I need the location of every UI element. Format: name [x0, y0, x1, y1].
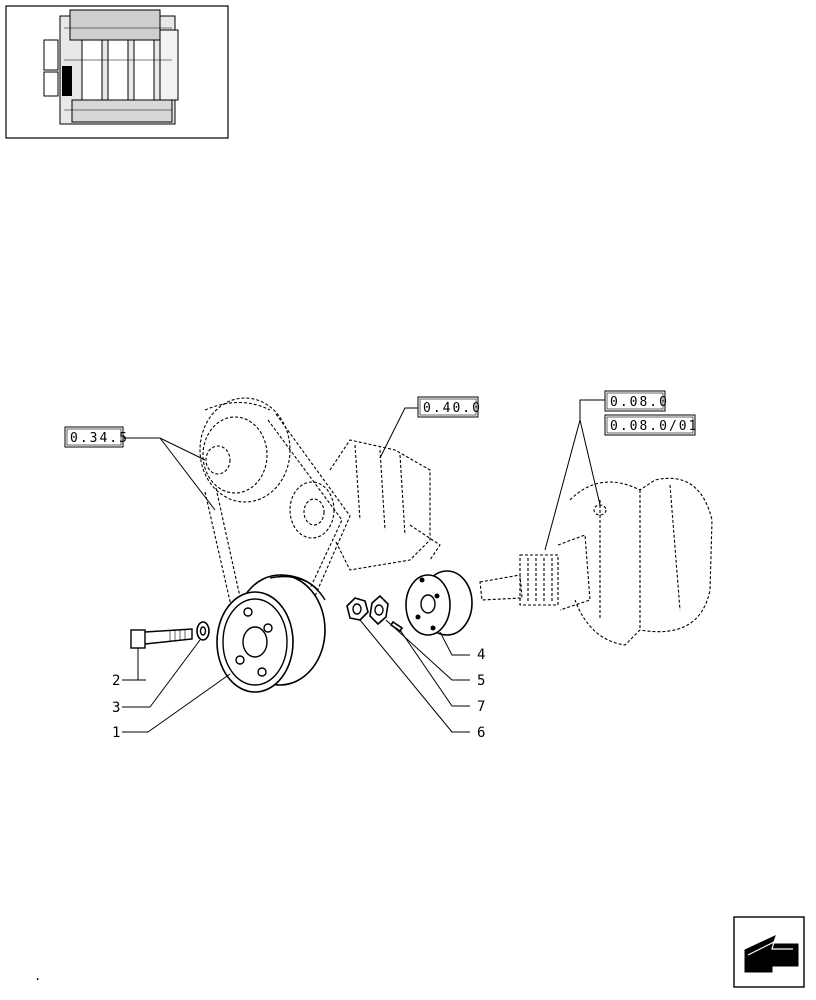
callout-labels: 1 2 3 4 5 6 7 — [112, 647, 485, 741]
nut-part[interactable] — [346, 597, 369, 621]
reference-box-0-40-0[interactable]: 0.40.0 — [417, 396, 482, 418]
callout-6: 6 — [477, 725, 485, 741]
reference-label: 0.08.0 — [610, 395, 669, 410]
engine-thumbnail-icon[interactable] — [5, 5, 229, 139]
callout-7: 7 — [477, 699, 485, 715]
reference-box-0-08-0[interactable]: 0.08.0 — [604, 390, 669, 412]
lock-plate-part[interactable] — [369, 594, 389, 626]
callout-1: 1 — [112, 725, 120, 741]
callout-4: 4 — [477, 647, 485, 663]
reference-label: 0.08.0/01 — [610, 419, 698, 434]
reference-label: 0.34.5 — [70, 431, 129, 446]
washer-part[interactable] — [196, 621, 210, 641]
next-page-arrow-icon[interactable] — [733, 916, 805, 988]
callout-2: 2 — [112, 673, 120, 689]
bolt-part[interactable] — [130, 628, 193, 649]
phantom-belt — [204, 413, 351, 613]
reference-label: 0.40.0 — [423, 401, 482, 416]
callout-5: 5 — [477, 673, 485, 689]
hub-part[interactable] — [405, 570, 473, 636]
phantom-alternator — [289, 439, 441, 571]
callout-3: 3 — [112, 700, 120, 716]
reference-box-0-08-0-01[interactable]: 0.08.0/01 — [604, 414, 698, 436]
leader-lines — [123, 399, 605, 733]
phantom-crankshaft — [479, 477, 713, 646]
crankshaft-pulley-part[interactable] — [216, 574, 326, 693]
phantom-fan-pulley — [199, 397, 291, 503]
key-part[interactable] — [389, 620, 404, 633]
reference-box-0-34-5[interactable]: 0.34.5 — [64, 426, 129, 448]
footer-mark: . — [34, 969, 41, 983]
